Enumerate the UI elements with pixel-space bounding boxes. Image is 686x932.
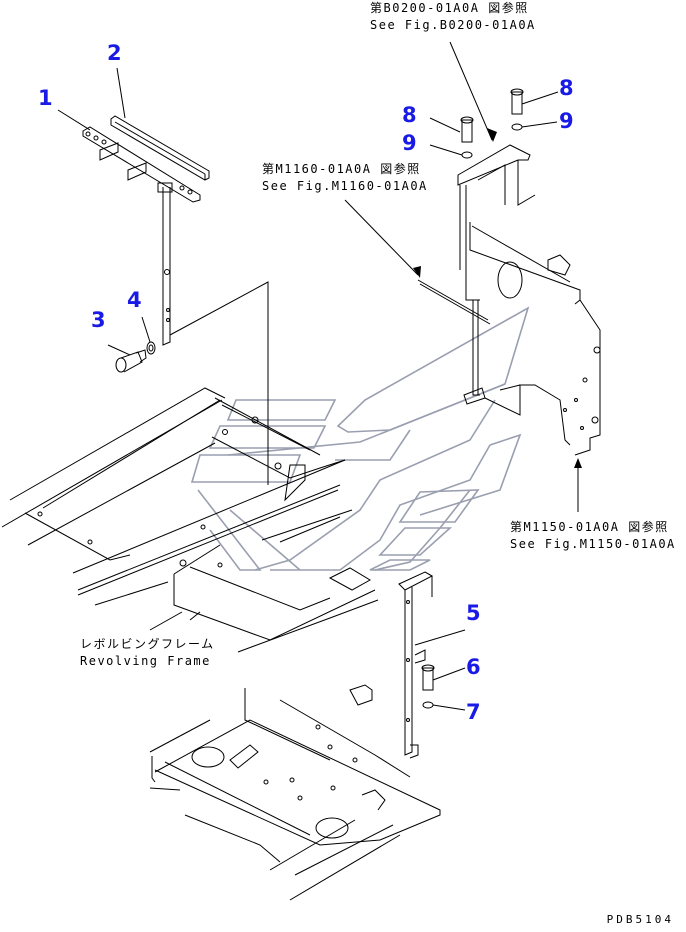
callout-8-left: 8 — [402, 103, 417, 127]
callout-2: 2 — [107, 41, 122, 65]
reference-b0200: 第B0200-01A0A 図参照 See Fig.B0200-01A0A — [370, 0, 536, 34]
part-9-washer-a — [461, 151, 473, 159]
reference-m1160: 第M1160-01A0A 図参照 See Fig.M1160-01A0A — [262, 161, 428, 195]
callout-4: 4 — [127, 288, 142, 312]
reference-m1160-jp: 第M1160-01A0A 図参照 — [262, 162, 421, 176]
part-2-bar — [110, 115, 210, 181]
reference-m1160-en: See Fig.M1160-01A0A — [262, 179, 428, 193]
revolving-frame-label-en: Revolving Frame — [80, 654, 211, 668]
figure-code: PDB5104 — [606, 913, 674, 926]
part-7-washer — [422, 701, 434, 709]
reference-m1150-jp: 第M1150-01A0A 図参照 — [510, 520, 669, 534]
part-6-bolt — [421, 664, 435, 691]
upper-right-bracket — [417, 144, 601, 456]
revolving-frame-label: レボルビングフレーム Revolving Frame — [80, 636, 215, 670]
part-8-bolt-b — [510, 88, 524, 115]
callout-9-right: 9 — [559, 109, 574, 133]
revolving-frame-label-jp: レボルビングフレーム — [80, 637, 215, 651]
part-8-bolt-a — [460, 116, 474, 143]
reference-b0200-jp: 第B0200-01A0A 図参照 — [370, 1, 529, 15]
reference-m1150-en: See Fig.M1150-01A0A — [510, 537, 676, 551]
leader-lines — [57, 41, 582, 711]
floor-plate — [149, 684, 441, 901]
reference-b0200-en: See Fig.B0200-01A0A — [370, 18, 536, 32]
callout-5: 5 — [466, 601, 481, 625]
revolving-frame — [1, 387, 379, 653]
callout-6: 6 — [466, 655, 481, 679]
part-1-bracket — [82, 126, 201, 346]
callout-3: 3 — [91, 308, 106, 332]
part-9-washer-b — [511, 123, 523, 131]
callout-1: 1 — [38, 86, 53, 110]
callout-7: 7 — [466, 700, 481, 724]
callout-8-right: 8 — [559, 76, 574, 100]
reference-m1150: 第M1150-01A0A 図参照 See Fig.M1150-01A0A — [510, 519, 676, 553]
callout-9-left: 9 — [402, 131, 417, 155]
part-5-bracket — [398, 571, 434, 759]
part-4-washer — [146, 341, 156, 355]
part-3-bolt — [115, 349, 147, 373]
